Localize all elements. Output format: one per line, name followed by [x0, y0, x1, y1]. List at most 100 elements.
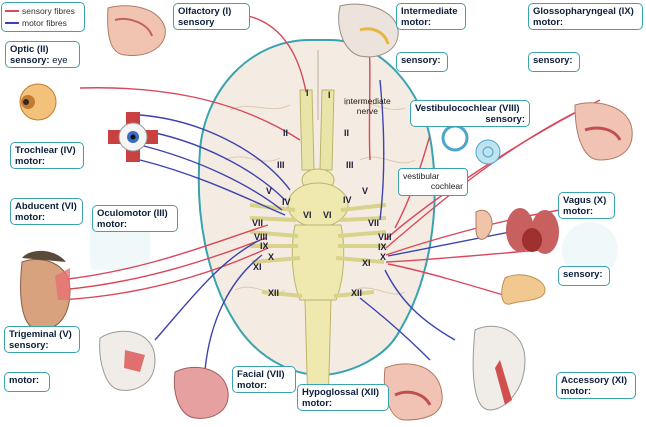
box-vagus: Vagus (X) motor:: [558, 192, 615, 219]
numeral-vi-left: VI: [303, 210, 312, 220]
optic-title: Optic (II): [10, 44, 49, 55]
box-olfactory: Olfactory (I) sensory: [173, 3, 250, 30]
head-neck-right-illustration: [472, 325, 526, 411]
box-trigeminal: Trigeminal (V) sensory:: [4, 326, 80, 353]
head-facial-illustration: [173, 366, 229, 419]
olfactory-title: Olfactory (I): [178, 6, 232, 17]
vestibulocochlear-line2: sensory:: [485, 114, 525, 125]
trigeminal-line2: sensory:: [9, 340, 49, 351]
box-oculomotor: Oculomotor (III) motor:: [92, 205, 178, 232]
eye-illustration: [19, 83, 57, 121]
trigeminal-motor-label: motor:: [9, 375, 40, 386]
numeral-v-left: V: [266, 186, 273, 196]
heart-lungs-illustration: [506, 208, 559, 254]
oculomotor-line2: motor:: [97, 219, 128, 230]
numeral-iv-right: IV: [343, 195, 352, 205]
numeral-ix-right: IX: [378, 242, 387, 252]
sensory-swatch: [5, 10, 19, 12]
vagus-line2: motor:: [563, 206, 594, 217]
box-trochlear: Trochlear (IV) motor:: [10, 142, 84, 169]
numeral-ii-right: II: [344, 128, 350, 138]
throat-section-illustration: [383, 363, 443, 421]
legend-motor-label: motor fibres: [22, 18, 67, 28]
numeral-iii-right: III: [346, 160, 354, 170]
trigeminal-title: Trigeminal (V): [9, 329, 72, 340]
box-hypoglossal: Hypoglossal (XII) motor:: [297, 384, 389, 411]
eye-muscles-illustration: [108, 112, 158, 162]
numeral-xii-left: XII: [268, 288, 280, 298]
intestines-illustration: [501, 274, 546, 305]
abducent-line2: motor:: [15, 212, 46, 223]
vestibulocochlear-title: Vestibulocochlear (VIII): [415, 103, 520, 114]
legend-sensory-label: sensory fibres: [22, 6, 75, 16]
numeral-viii-left: VIII: [254, 232, 268, 242]
legend-motor: motor fibres: [5, 17, 81, 29]
head-lower-left-illustration: [99, 330, 156, 391]
cochlear-label: cochlear: [430, 181, 463, 191]
vestibular-cochlear-box: vestibular cochlear: [398, 168, 468, 196]
trochlear-title: Trochlear (IV): [15, 145, 76, 156]
ear-illustration: [441, 124, 501, 165]
face-profile-illustration: [20, 250, 71, 331]
legend: sensory fibres motor fibres: [1, 2, 85, 32]
glossopharyngeal-sensory-label: sensory:: [533, 55, 573, 66]
vestibular-label: vestibular: [403, 171, 440, 181]
head-sagittal-illustration: [107, 5, 166, 56]
abducent-title: Abducent (VI): [15, 201, 77, 212]
vagus-title: Vagus (X): [563, 195, 607, 206]
box-glossopharyngeal-sensory: sensory:: [528, 52, 580, 72]
olfactory-line2: sensory: [178, 17, 215, 28]
box-trigeminal-motor: motor:: [4, 372, 50, 392]
intermediate-nerve-label: intermediate nerve: [344, 96, 391, 116]
numeral-xi-right: XI: [362, 258, 371, 268]
accessory-line2: motor:: [561, 386, 592, 397]
numeral-vii-left: VII: [252, 218, 264, 228]
numeral-x-right: X: [380, 252, 387, 262]
mouth-throat-illustration: [574, 102, 633, 161]
numeral-i-left: I: [306, 88, 309, 98]
numeral-iii-left: III: [277, 160, 285, 170]
accessory-title: Accessory (XI): [561, 375, 628, 386]
optic-line2-label: sensory:: [10, 55, 50, 66]
intermediate-title: Intermediate: [401, 6, 458, 17]
brainstem: [249, 89, 387, 411]
numeral-xii-right: XII: [351, 288, 363, 298]
optic-line2-value: eye: [49, 55, 68, 66]
hypoglossal-line2: motor:: [302, 398, 333, 409]
facial-line2: motor:: [237, 380, 268, 391]
facial-title: Facial (VII): [237, 369, 285, 380]
glossopharyngeal-title: Glossopharyngeal (IX): [533, 6, 634, 17]
numeral-ii-left: II: [283, 128, 289, 138]
motor-swatch: [5, 22, 19, 24]
box-glossopharyngeal: Glossopharyngeal (IX) motor:: [528, 3, 643, 30]
box-intermediate-sensory: sensory:: [396, 52, 448, 72]
sensory-fibres: [59, 15, 601, 301]
vagus-sensory-label: sensory:: [563, 269, 603, 280]
box-vestibulocochlear: Vestibulocochlear (VIII) sensory:: [410, 100, 530, 127]
box-intermediate: Intermediate motor:: [396, 3, 466, 30]
numeral-iv-left: IV: [282, 197, 291, 207]
intermediate-sensory-label: sensory:: [401, 55, 441, 66]
box-optic: Optic (II) sensory: eye: [5, 41, 80, 68]
box-facial: Facial (VII) motor:: [232, 366, 296, 393]
motor-fibres: [139, 79, 521, 371]
hypoglossal-title: Hypoglossal (XII): [302, 387, 380, 398]
numeral-x-left: X: [268, 252, 275, 262]
numeral-v-right: V: [362, 186, 369, 196]
external-ear-illustration: [475, 209, 493, 240]
numeral-vi-right: VI: [323, 210, 332, 220]
box-abducent: Abducent (VI) motor:: [10, 198, 83, 225]
box-accessory: Accessory (XI) motor:: [556, 372, 636, 399]
numeral-vii-right: VII: [368, 218, 380, 228]
glossopharyngeal-line2: motor:: [533, 17, 564, 28]
numeral-ix-left: IX: [260, 241, 269, 251]
legend-sensory: sensory fibres: [5, 5, 81, 17]
intermediate-line2: motor:: [401, 17, 432, 28]
head-intermediate-illustration: [338, 3, 399, 58]
numeral-xi-left: XI: [253, 262, 262, 272]
trochlear-line2: motor:: [15, 156, 46, 167]
numeral-i-right: I: [328, 90, 331, 100]
box-vagus-sensory: sensory:: [558, 266, 610, 286]
numeral-viii-right: VIII: [378, 232, 392, 242]
